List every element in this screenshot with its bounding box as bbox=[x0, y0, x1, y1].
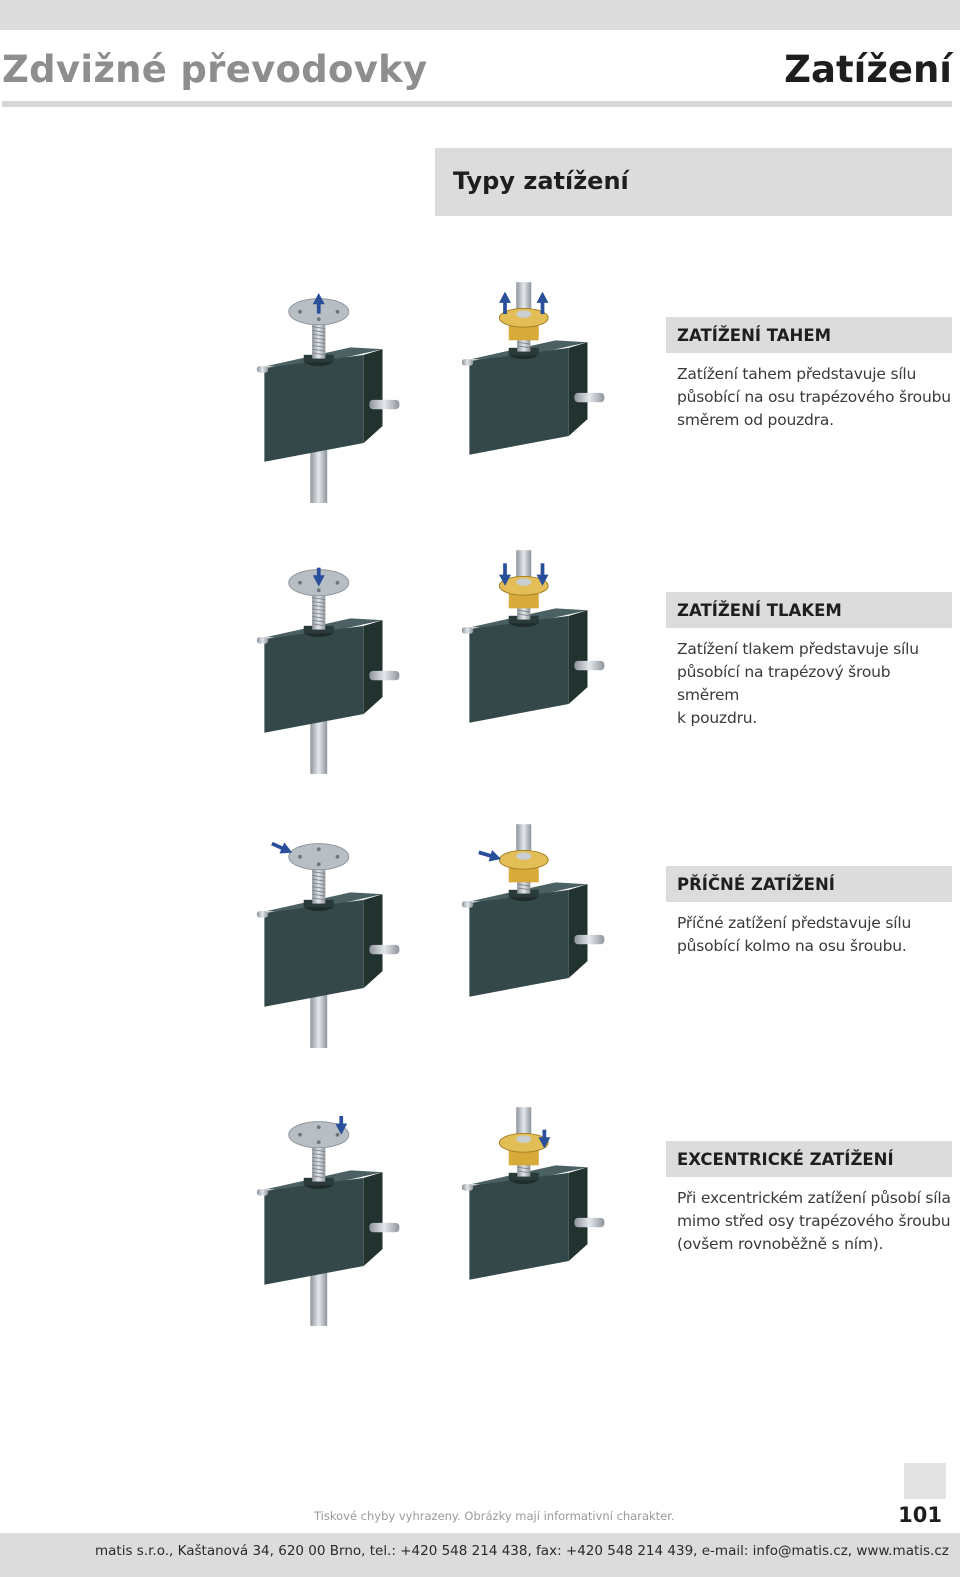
housing-side bbox=[363, 894, 383, 988]
description-line: (ovšem rovnoběžně s ním). bbox=[677, 1235, 884, 1253]
force-arrow-icon bbox=[478, 850, 502, 862]
drive-shaft bbox=[574, 392, 605, 403]
drive-shaft bbox=[369, 1222, 400, 1233]
housing-front bbox=[469, 615, 569, 723]
screw-jack-plate-tension-image bbox=[256, 292, 400, 503]
top-bar bbox=[0, 0, 960, 30]
load-type-title: PŘÍČNÉ ZATÍŽENÍ bbox=[666, 866, 952, 902]
housing-front bbox=[264, 899, 364, 1007]
header-divider bbox=[2, 101, 952, 107]
load-type-title: ZATÍŽENÍ TLAKEM bbox=[666, 592, 952, 628]
description-line: Zatížení tlakem představuje sílu bbox=[677, 640, 919, 658]
housing-front bbox=[264, 625, 364, 733]
top-plate bbox=[288, 843, 350, 871]
housing-side bbox=[568, 342, 588, 436]
screw-tip bbox=[516, 824, 532, 853]
load-type-description: Při excentrickém zatížení působí síla mi… bbox=[666, 1187, 952, 1256]
description-line: působící na osu trapézového šroubu bbox=[677, 388, 951, 406]
force-arrow-icon bbox=[271, 841, 293, 854]
housing-side bbox=[363, 620, 383, 714]
chapter-title: Zatížení bbox=[784, 48, 952, 91]
screw-tip bbox=[516, 550, 532, 579]
housing-side bbox=[363, 349, 383, 443]
screw-jack-nut-lateral-image bbox=[461, 824, 605, 997]
top-plate bbox=[288, 1121, 350, 1149]
housing-front bbox=[469, 889, 569, 997]
description-line: Zatížení tahem představuje sílu bbox=[677, 365, 917, 383]
housing-front bbox=[469, 347, 569, 455]
load-type-title: ZATÍŽENÍ TAHEM bbox=[666, 317, 952, 353]
load-type-eccentric: EXCENTRICKÉ ZATÍŽENÍ Při excentrickém za… bbox=[666, 1141, 952, 1256]
screw-jack-plate-eccentric-image bbox=[256, 1115, 400, 1326]
force-arrow-icon bbox=[499, 291, 511, 315]
screw-jack-plate-compression-image bbox=[256, 567, 400, 774]
description-line: mimo střed osy trapézového šroubu bbox=[677, 1212, 951, 1230]
drive-shaft bbox=[369, 670, 400, 681]
load-type-lateral: PŘÍČNÉ ZATÍŽENÍ Příčné zatížení představ… bbox=[666, 866, 952, 958]
description-line: směrem od pouzdra. bbox=[677, 411, 834, 429]
screw-jack-nut-compression-image bbox=[461, 550, 605, 723]
drive-shaft bbox=[574, 660, 605, 671]
page-title: Zdvižné převodovky bbox=[2, 48, 428, 91]
screw-jack-plate-lateral-image bbox=[256, 841, 400, 1048]
force-arrow-icon bbox=[536, 563, 549, 586]
section-heading: Typy zatížení bbox=[453, 167, 629, 195]
screw-jack-nut-eccentric-image bbox=[461, 1107, 605, 1280]
housing-side bbox=[568, 1167, 588, 1261]
section-heading-box: Typy zatížení bbox=[435, 148, 952, 216]
force-arrow-icon bbox=[335, 1115, 348, 1135]
screw-tip bbox=[516, 1107, 532, 1136]
housing-front bbox=[264, 354, 364, 462]
screw-tip bbox=[516, 282, 532, 311]
lower-screw bbox=[310, 439, 328, 503]
load-type-description: Příčné zatížení představuje sílu působíc… bbox=[666, 912, 952, 958]
screw-jack-nut-tension-image bbox=[461, 282, 605, 455]
description-line: Příčné zatížení představuje sílu bbox=[677, 914, 912, 932]
drive-shaft bbox=[574, 1217, 605, 1228]
load-type-description: Zatížení tlakem představuje sílu působíc… bbox=[666, 638, 952, 730]
description-line: působící na trapézový šroub směrem bbox=[677, 663, 891, 704]
footer-bar: matis s.r.o., Kaštanová 34, 620 00 Brno,… bbox=[0, 1533, 960, 1577]
lower-screw bbox=[310, 710, 328, 774]
description-line: k pouzdru. bbox=[677, 709, 758, 727]
housing-front bbox=[469, 1172, 569, 1280]
footer-contact: matis s.r.o., Kaštanová 34, 620 00 Brno,… bbox=[95, 1543, 949, 1559]
housing-front bbox=[264, 1177, 364, 1285]
description-line: Při excentrickém zatížení působí síla bbox=[677, 1189, 951, 1207]
load-type-title: EXCENTRICKÉ ZATÍŽENÍ bbox=[666, 1141, 952, 1177]
drive-shaft bbox=[574, 934, 605, 945]
lower-screw bbox=[310, 1262, 328, 1326]
disclaimer: Tiskové chyby vyhrazeny. Obrázky mají in… bbox=[314, 1509, 675, 1523]
load-type-description: Zatížení tahem představuje sílu působící… bbox=[666, 363, 952, 432]
force-arrow-icon bbox=[312, 292, 325, 314]
force-arrow-icon bbox=[499, 563, 511, 586]
housing-side bbox=[363, 1172, 383, 1266]
drive-shaft bbox=[369, 944, 400, 955]
load-type-compression: ZATÍŽENÍ TLAKEM Zatížení tlakem představ… bbox=[666, 592, 952, 730]
housing-side bbox=[568, 884, 588, 978]
housing-side bbox=[568, 610, 588, 704]
load-type-tension: ZATÍŽENÍ TAHEM Zatížení tahem představuj… bbox=[666, 317, 952, 432]
drive-shaft bbox=[369, 399, 400, 410]
page-number: 101 bbox=[898, 1503, 942, 1527]
force-arrow-icon bbox=[536, 291, 549, 315]
page-number-tab bbox=[904, 1463, 946, 1499]
force-arrow-icon bbox=[312, 567, 325, 587]
force-arrow-icon bbox=[538, 1129, 551, 1149]
lower-screw bbox=[310, 984, 328, 1048]
description-line: působící kolmo na osu šroubu. bbox=[677, 937, 907, 955]
